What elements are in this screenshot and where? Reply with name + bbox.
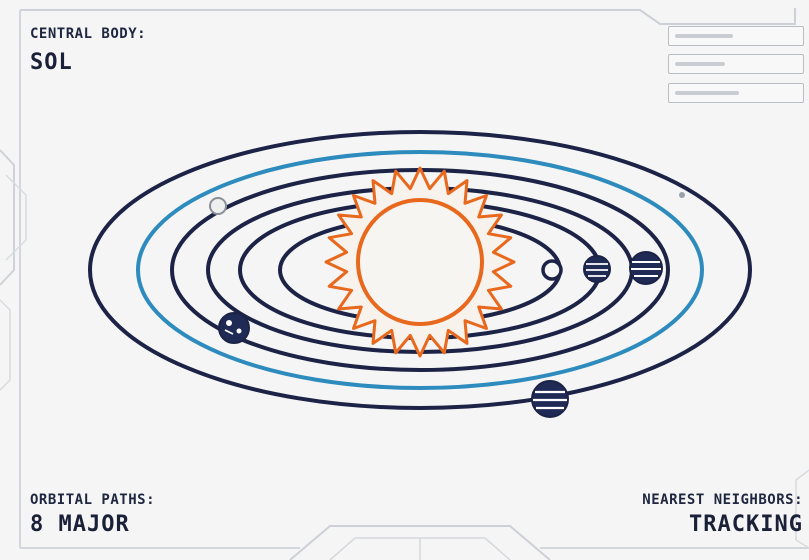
readout-bar [675,62,725,66]
left-bracket-lower [0,299,11,391]
frame-top-line [20,8,796,25]
orbital-paths-label: ORBITAL PATHS: [30,492,156,508]
planet-icon [218,312,250,344]
left-bracket-inner [5,174,27,261]
planet-icon [541,259,563,281]
bottom-trapezoid-outer [289,525,551,560]
central-body-value: SOL [30,50,73,75]
nearest-neighbors-label: NEAREST NEIGHBORS: [642,492,803,508]
planet-icon [629,251,663,285]
readout-box-1 [668,26,804,46]
sun-icon [324,166,516,358]
right-bracket [795,469,809,549]
readout-bar [675,91,739,95]
planet-icon [583,255,611,283]
orbit-ring-highlight [136,150,704,390]
left-bracket [0,149,15,286]
central-body-label: CENTRAL BODY: [30,26,147,42]
planet-icon [209,197,227,215]
readout-box-3 [668,83,804,103]
distant-object [679,192,685,198]
sun-core [356,198,484,326]
planet-icon [531,380,569,418]
nearest-neighbors-value: TRACKING [689,512,803,537]
orbit-ring-outer [88,130,752,410]
orbital-paths-value: 8 MAJOR [30,512,130,537]
readout-box-2 [668,54,804,74]
readout-bar [675,34,733,38]
